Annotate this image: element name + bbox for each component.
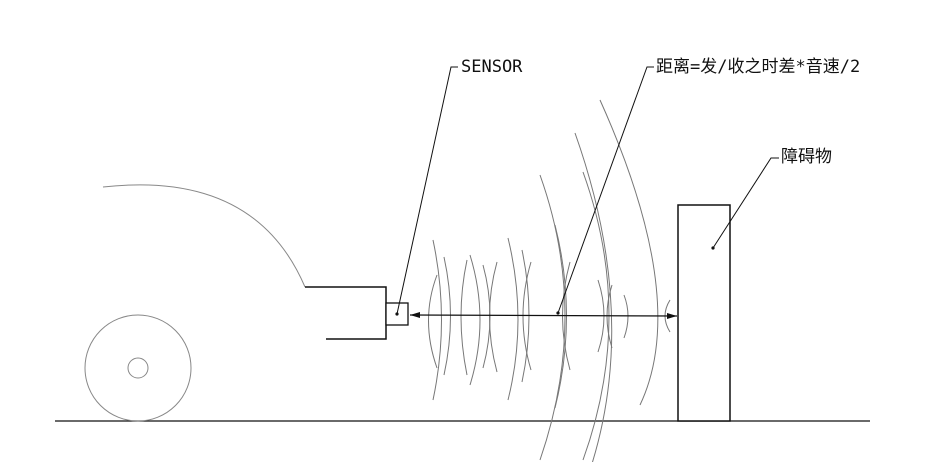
car-wheel-hub: [127, 357, 149, 379]
car-hood-curve: [102, 184, 306, 288]
obstacle-block: [677, 204, 731, 422]
distance-line: [409, 314, 678, 317]
wave-arc: [443, 256, 451, 376]
wave-arc: [554, 224, 567, 409]
sensor-leader: [396, 66, 458, 315]
sensor-leader-dot: [395, 312, 399, 316]
reflected-wave-arc: [460, 259, 468, 376]
wave-arc: [599, 99, 659, 406]
wave-arc: [623, 294, 629, 339]
wave-arc: [539, 174, 566, 461]
wave-arc: [507, 237, 519, 401]
arrowhead-left: [410, 312, 420, 318]
wave-arc: [432, 239, 442, 401]
leader-lines: [396, 66, 779, 315]
distance-leader-dot: [556, 311, 560, 315]
wave-arc: [574, 132, 613, 462]
obstacle-leader: [712, 157, 779, 249]
car-wheel: [84, 314, 192, 422]
obstacle-leader-dot: [711, 246, 715, 250]
arrowhead-right: [667, 313, 677, 319]
reflected-wave-arc: [428, 274, 438, 369]
reflected-wave-arc: [489, 261, 498, 373]
sensor-label: SENSOR: [461, 57, 523, 77]
distance-formula-label: 距离=发/收之时差*音速/2: [656, 57, 861, 77]
sound-waves: [428, 99, 671, 462]
wave-arc: [469, 254, 481, 386]
wave-arc: [482, 264, 491, 369]
car-front-outline: [305, 286, 387, 340]
distance-leader: [557, 66, 654, 314]
obstacle-label: 障碍物: [781, 147, 832, 167]
